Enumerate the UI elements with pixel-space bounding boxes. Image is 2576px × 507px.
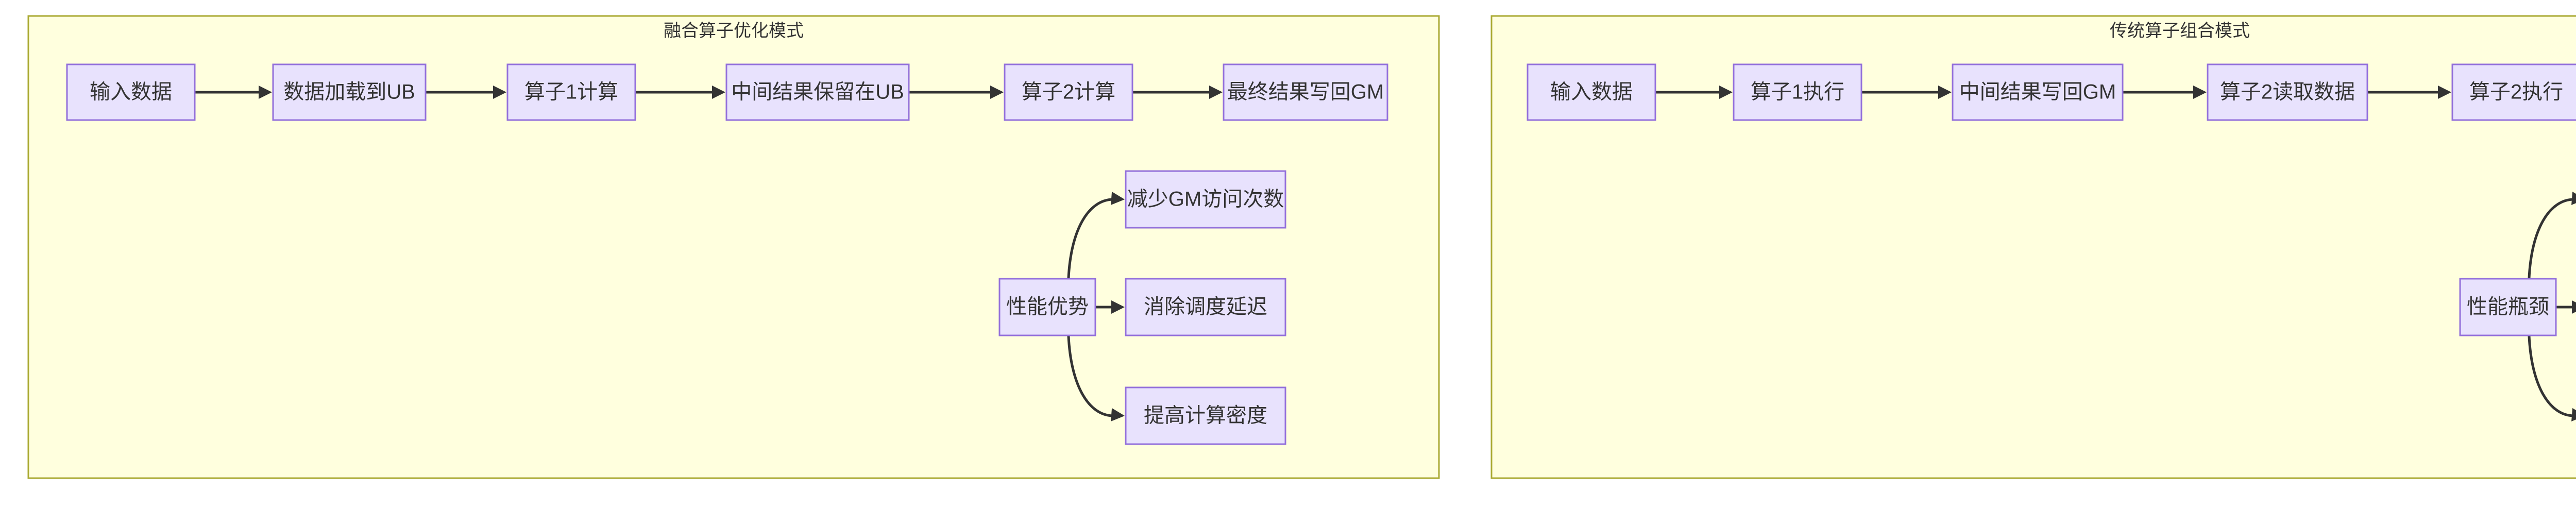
node-box-f2[interactable] (272, 63, 427, 121)
node-label-f6: 最终结果写回GM (1227, 81, 1384, 104)
node-label-l2: 算子1执行 (1751, 81, 1844, 104)
node-box-l3[interactable] (1952, 63, 2124, 121)
cluster-title-cluster-legacy: 传统算子组合模式 (2110, 21, 2250, 41)
edge-arrowhead (1111, 300, 1125, 314)
node-box-f6[interactable] (1223, 63, 1388, 121)
node-box-fo1[interactable] (1125, 170, 1286, 229)
node-box-fo2[interactable] (1125, 278, 1286, 336)
node-label-f5: 算子2计算 (1022, 81, 1115, 104)
edge-curve (1067, 335, 1114, 417)
edge-arrowhead (712, 86, 725, 99)
edge-arrowhead (1938, 86, 1952, 99)
node-label-l3: 中间结果写回GM (1959, 81, 2116, 104)
node-label-f4: 中间结果保留在UB (731, 81, 904, 104)
edge-arrowhead (2572, 300, 2576, 314)
node-box-fo3[interactable] (1125, 386, 1286, 445)
node-box-f4[interactable] (725, 63, 910, 121)
node-box-l4[interactable] (2207, 63, 2368, 121)
edge-arrowhead (1719, 86, 1733, 99)
node-box-l1[interactable] (1527, 63, 1656, 121)
node-label-lhub: 性能瓶颈 (2467, 296, 2549, 318)
edge-arrowhead (493, 86, 506, 99)
edge-curve (2528, 198, 2574, 279)
node-box-l5[interactable] (2451, 63, 2576, 121)
edge-arrowhead (259, 86, 272, 99)
edge-arrowhead (990, 86, 1004, 99)
node-box-l2[interactable] (1733, 63, 1862, 121)
node-label-l1: 输入数据 (1550, 81, 1633, 104)
node-label-f1: 输入数据 (90, 81, 172, 104)
node-box-f3[interactable] (506, 63, 636, 121)
edge-arrowhead (1111, 408, 1125, 421)
node-label-l5: 算子2执行 (2469, 81, 2563, 104)
edge-arrowhead (1209, 86, 1223, 99)
node-label-f2: 数据加载到UB (283, 81, 415, 104)
node-label-fo1: 减少GM访问次数 (1127, 188, 1284, 211)
edge-curve (2528, 335, 2574, 417)
node-label-fo3: 提高计算密度 (1144, 404, 1267, 427)
node-box-f1[interactable] (66, 63, 196, 121)
node-label-fhub: 性能优势 (1006, 296, 1089, 318)
edge-arrowhead (2571, 191, 2576, 205)
node-box-fhub[interactable] (998, 278, 1096, 336)
node-label-f3: 算子1计算 (524, 81, 618, 104)
edge-arrowhead (1111, 191, 1125, 205)
node-box-f5[interactable] (1004, 63, 1133, 121)
node-box-lhub[interactable] (2459, 278, 2557, 336)
node-label-fo2: 消除调度延迟 (1144, 296, 1267, 318)
cluster-title-cluster-fused: 融合算子优化模式 (664, 21, 804, 41)
node-label-l4: 算子2读取数据 (2220, 81, 2355, 104)
edge-curve (1067, 198, 1114, 279)
edge-arrowhead (2438, 86, 2451, 99)
edge-arrowhead (2571, 408, 2576, 421)
edge-arrowhead (2193, 86, 2207, 99)
